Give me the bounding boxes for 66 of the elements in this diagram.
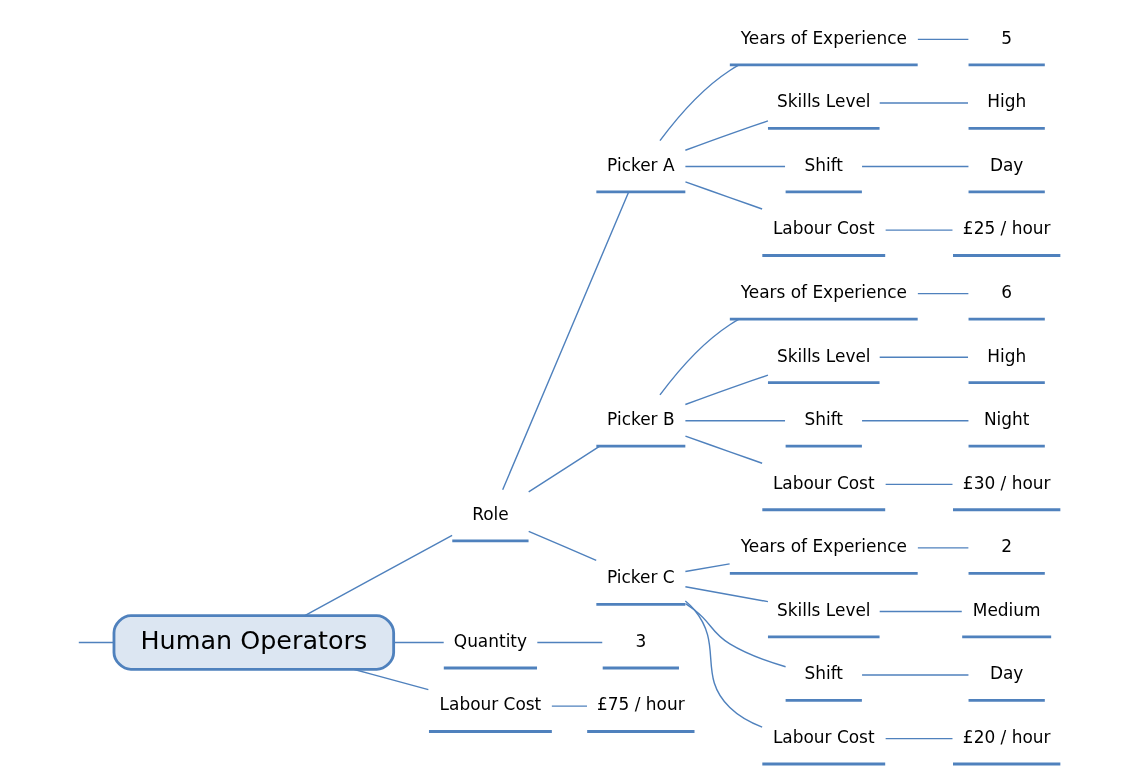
node-text: Labour Cost: [439, 694, 541, 715]
connector: [658, 64, 740, 142]
connector: [916, 38, 969, 41]
connector: [884, 483, 953, 486]
connector: [501, 191, 629, 491]
node-text: Labour Cost: [772, 726, 875, 747]
node-text: 6: [1000, 282, 1012, 303]
connector: [684, 602, 786, 668]
node-text: Day: [989, 154, 1023, 175]
node-text: £20 / hour: [962, 726, 1050, 747]
node-text: Skills Level: [776, 599, 871, 620]
connector: [550, 705, 588, 707]
node-text: Labour Cost: [772, 472, 875, 493]
connector: [684, 435, 763, 464]
node-text: 5: [1000, 27, 1012, 48]
connector: [916, 292, 969, 295]
node-text: Picker A: [606, 154, 675, 175]
node-text: Shift: [804, 663, 843, 684]
node-text: Picker C: [606, 567, 675, 588]
connector: [527, 445, 600, 493]
connector: [684, 586, 769, 603]
connector: [684, 563, 730, 573]
node-text: Shift: [804, 154, 843, 175]
connector: [684, 420, 786, 422]
node-text: Labour Cost: [772, 218, 875, 239]
connector: [916, 547, 969, 549]
node-text: Day: [989, 663, 1023, 684]
node-text: Skills Level: [776, 345, 871, 366]
node-text: Medium: [972, 599, 1041, 620]
connector: [878, 356, 969, 358]
connector: [684, 181, 763, 210]
node-text: £30 / hour: [962, 472, 1050, 493]
connector: [527, 530, 597, 562]
connector: [536, 641, 603, 644]
connector: [878, 610, 962, 613]
connector: [392, 641, 444, 644]
node-text: Years of Experience: [740, 536, 907, 557]
connector: [860, 165, 969, 168]
connector: [684, 374, 769, 406]
node-text: High: [986, 345, 1026, 366]
node-text: Quantity: [453, 630, 527, 651]
connector: [878, 102, 969, 104]
connector: [684, 120, 769, 151]
node-text: £75 / hour: [596, 694, 685, 715]
connector: [303, 534, 453, 617]
connector: [658, 318, 740, 396]
node-text: 2: [1000, 536, 1012, 557]
node-text: Skills Level: [776, 91, 871, 112]
connector: [884, 737, 953, 740]
connector: [684, 165, 786, 168]
node-text: 3: [634, 630, 646, 651]
connector: [684, 600, 763, 728]
connector: [77, 641, 114, 644]
node-text: High: [986, 91, 1026, 112]
node-box: Human Operators: [112, 614, 395, 671]
node-text: Years of Experience: [740, 27, 907, 48]
connector: [860, 420, 969, 422]
connector: [860, 674, 969, 676]
node-text: Role: [471, 503, 509, 524]
node-text: Years of Experience: [740, 282, 907, 303]
node-text: Night: [983, 409, 1029, 430]
node-text: Picker B: [606, 409, 675, 430]
connector: [884, 229, 953, 231]
node-text: £25 / hour: [962, 218, 1050, 239]
node-text: Shift: [804, 409, 843, 430]
connector: [353, 668, 429, 691]
